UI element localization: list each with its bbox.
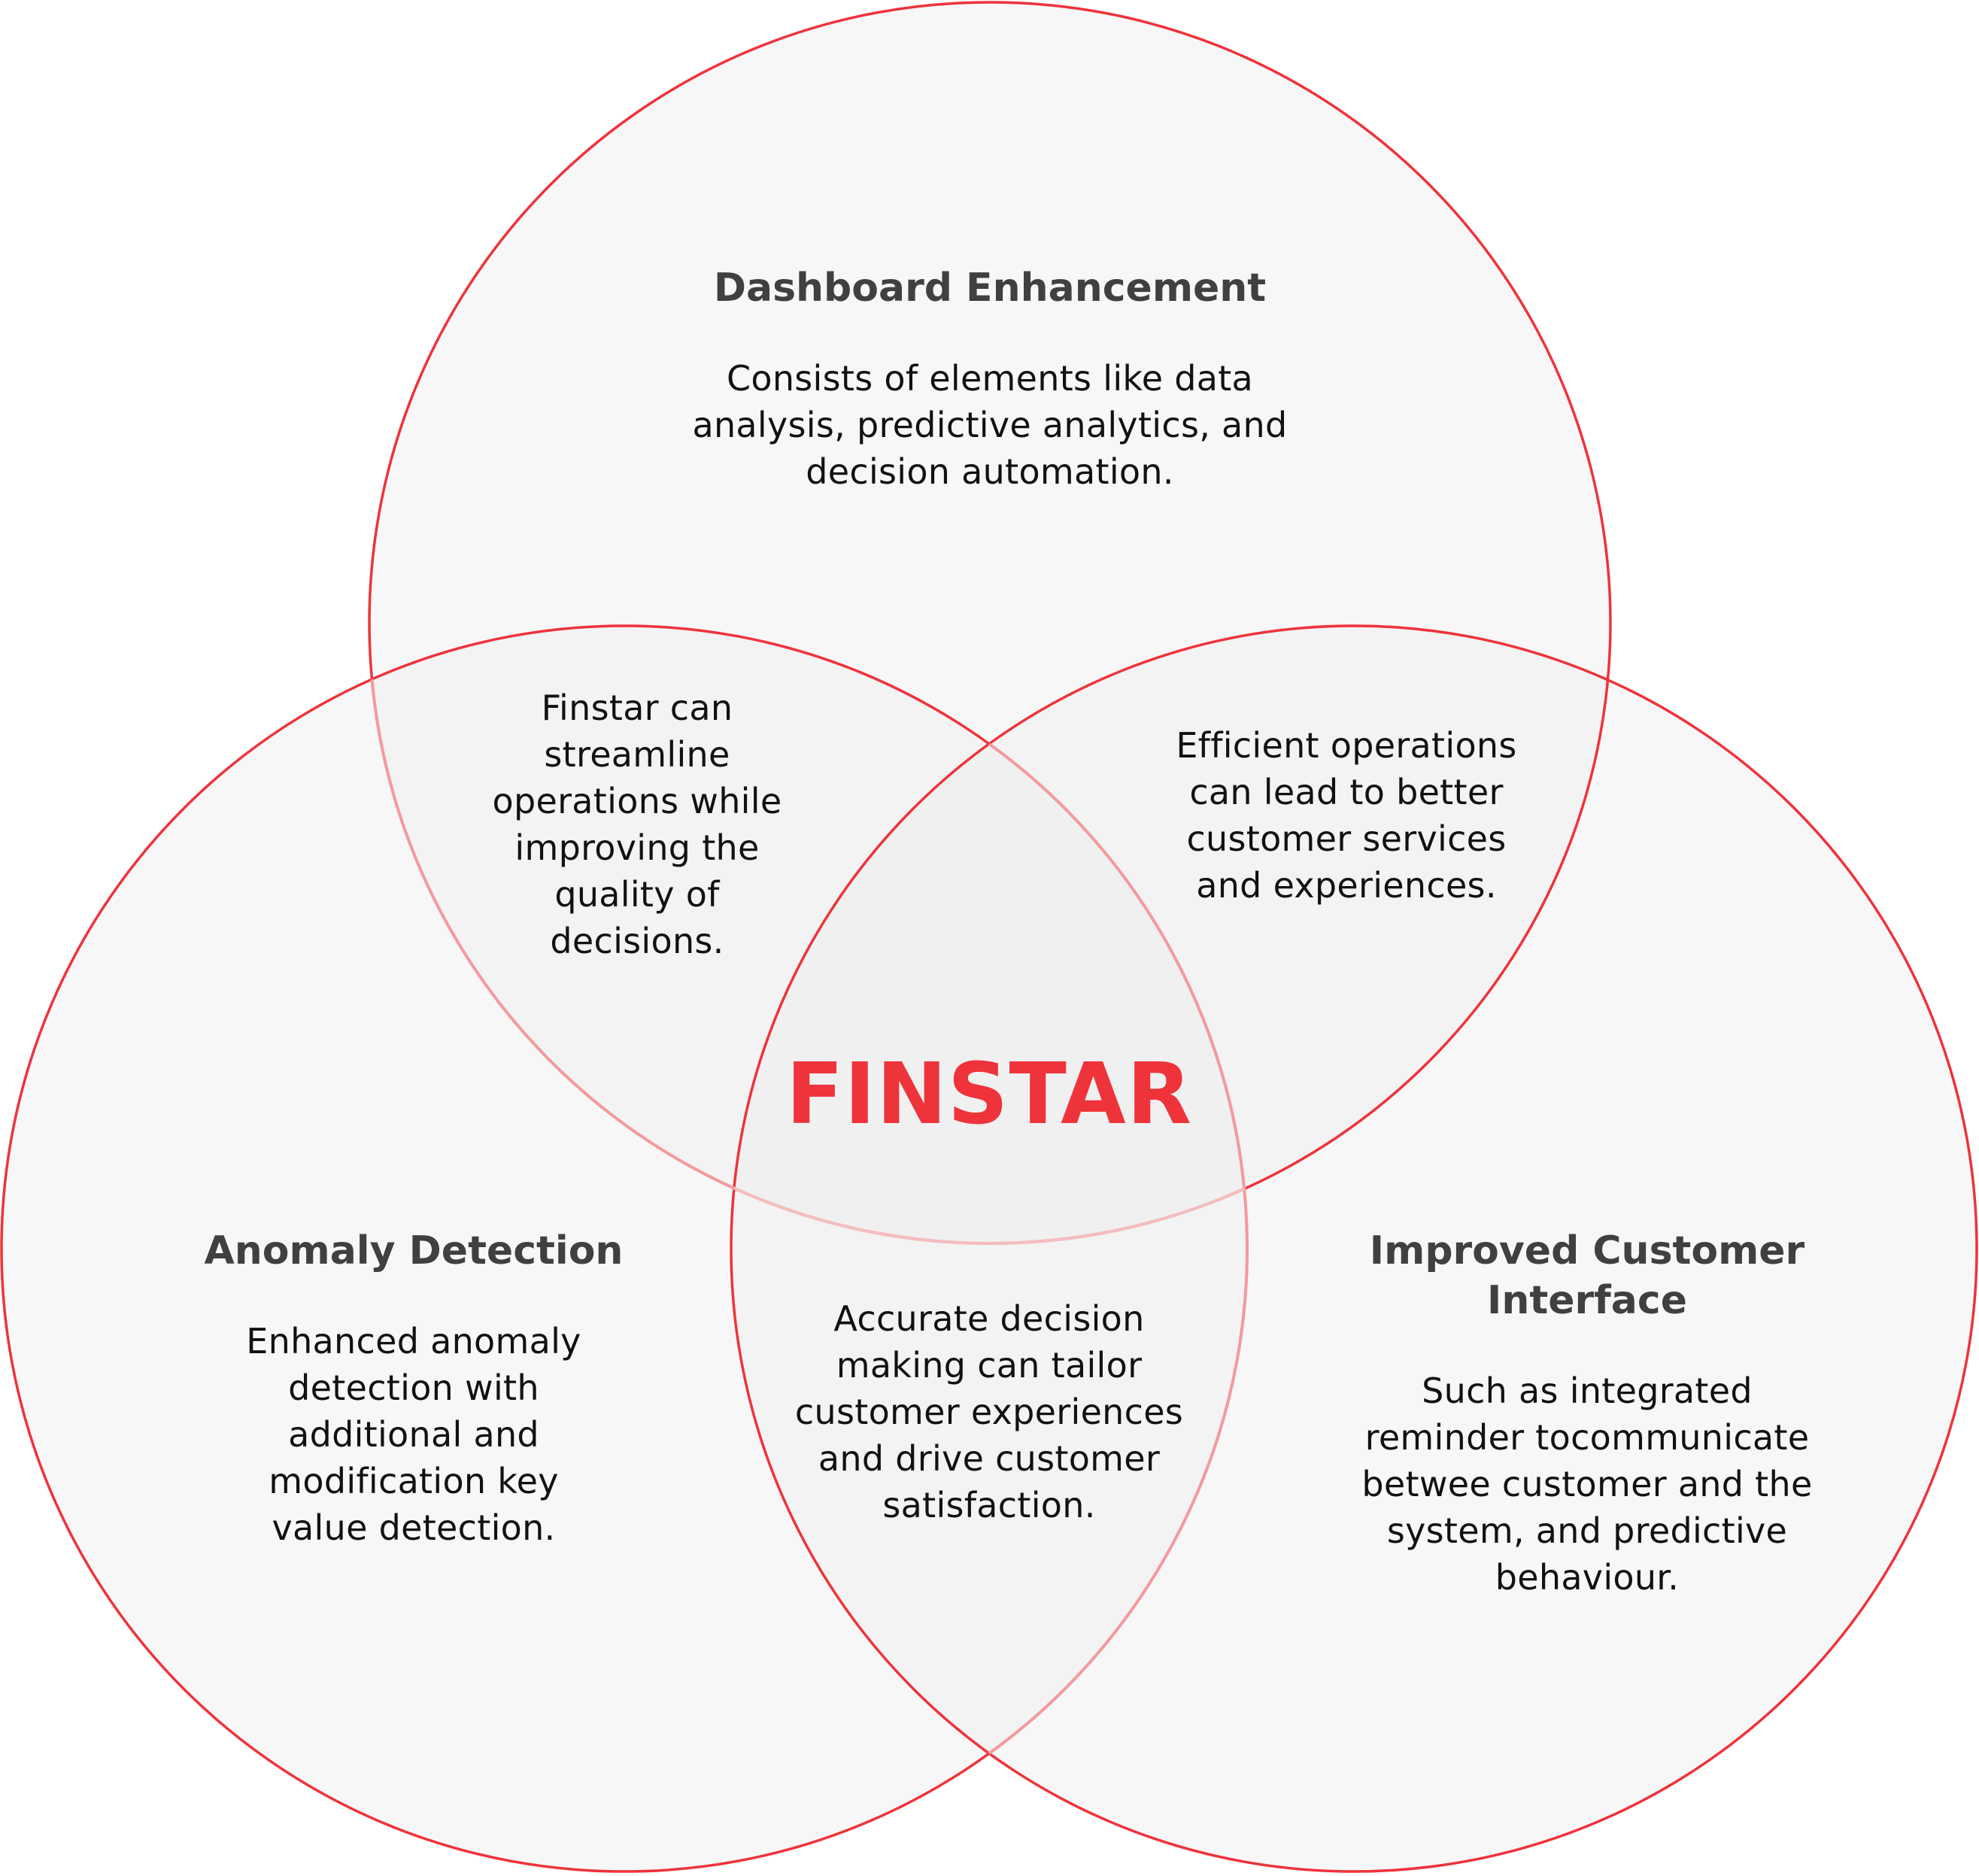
circle-right-outline — [730, 624, 1978, 1873]
overlap-center — [731, 626, 1247, 1243]
set-top-description: Consists of elements like data analysis,… — [692, 358, 1288, 492]
center-label: FINSTAR — [785, 1046, 1193, 1143]
set-right-title: Improved Customer Interface — [1369, 1228, 1805, 1323]
set-left-description: Enhanced anomaly detection with addition… — [246, 1321, 581, 1548]
faded-top-in-both — [731, 626, 1247, 1245]
set-top-title: Dashboard Enhancement — [713, 266, 1267, 311]
intersection-top-right: Efficient operations can lead to better … — [1176, 725, 1517, 906]
set-right-description: Such as integrated reminder tocommunicat… — [1361, 1371, 1813, 1598]
faded-left-in-right — [731, 626, 1249, 1871]
intersection-left-right: Accurate decision making can tailor cust… — [794, 1298, 1184, 1525]
intersection-top-left: Finstar can streamline operations while … — [492, 688, 782, 961]
set-left-title: Anomaly Detection — [204, 1228, 624, 1273]
